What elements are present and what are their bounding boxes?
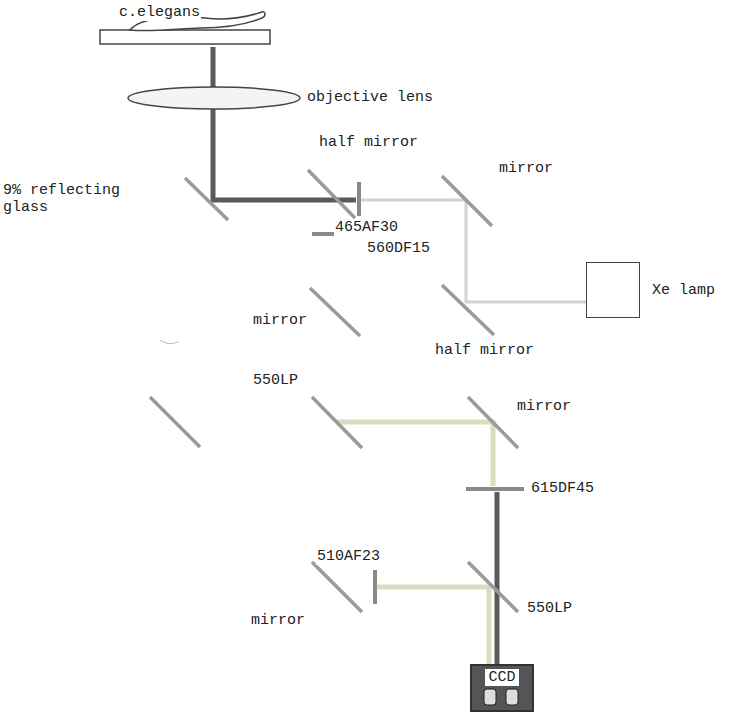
component-label: mirror [516, 398, 572, 415]
component-label: 550LP [252, 372, 299, 389]
ccd-sensors [474, 686, 530, 708]
component-label: 560DF15 [366, 240, 431, 257]
component-label: mirror [252, 312, 308, 329]
objective-lens [128, 87, 300, 109]
component-label: half mirror [434, 342, 535, 359]
component-label: mirror [250, 612, 306, 629]
emission-path [336, 422, 493, 668]
camera-unit: CCD [470, 664, 534, 712]
lamp-unit: Xe lamp [586, 262, 715, 318]
component-label: 465AF30 [334, 219, 399, 236]
component-label: objective lens [306, 89, 434, 106]
component-label: 9% reflecting glass [2, 182, 136, 216]
component-label: c.elegans [118, 4, 201, 21]
camera-label: CCD [485, 669, 518, 686]
stray-mark [160, 340, 178, 344]
excitation-path [360, 200, 588, 302]
component-label: 550LP [526, 600, 573, 617]
component-label: mirror [498, 160, 554, 177]
lamp-label: Xe lamp [652, 282, 715, 299]
component-label: half mirror [318, 134, 419, 151]
slide-glass [100, 30, 270, 44]
component-label: 615DF45 [530, 480, 595, 497]
mirrors [150, 170, 518, 612]
component-label: 510AF23 [316, 548, 381, 565]
filters [312, 182, 524, 604]
lamp-box [586, 262, 640, 318]
